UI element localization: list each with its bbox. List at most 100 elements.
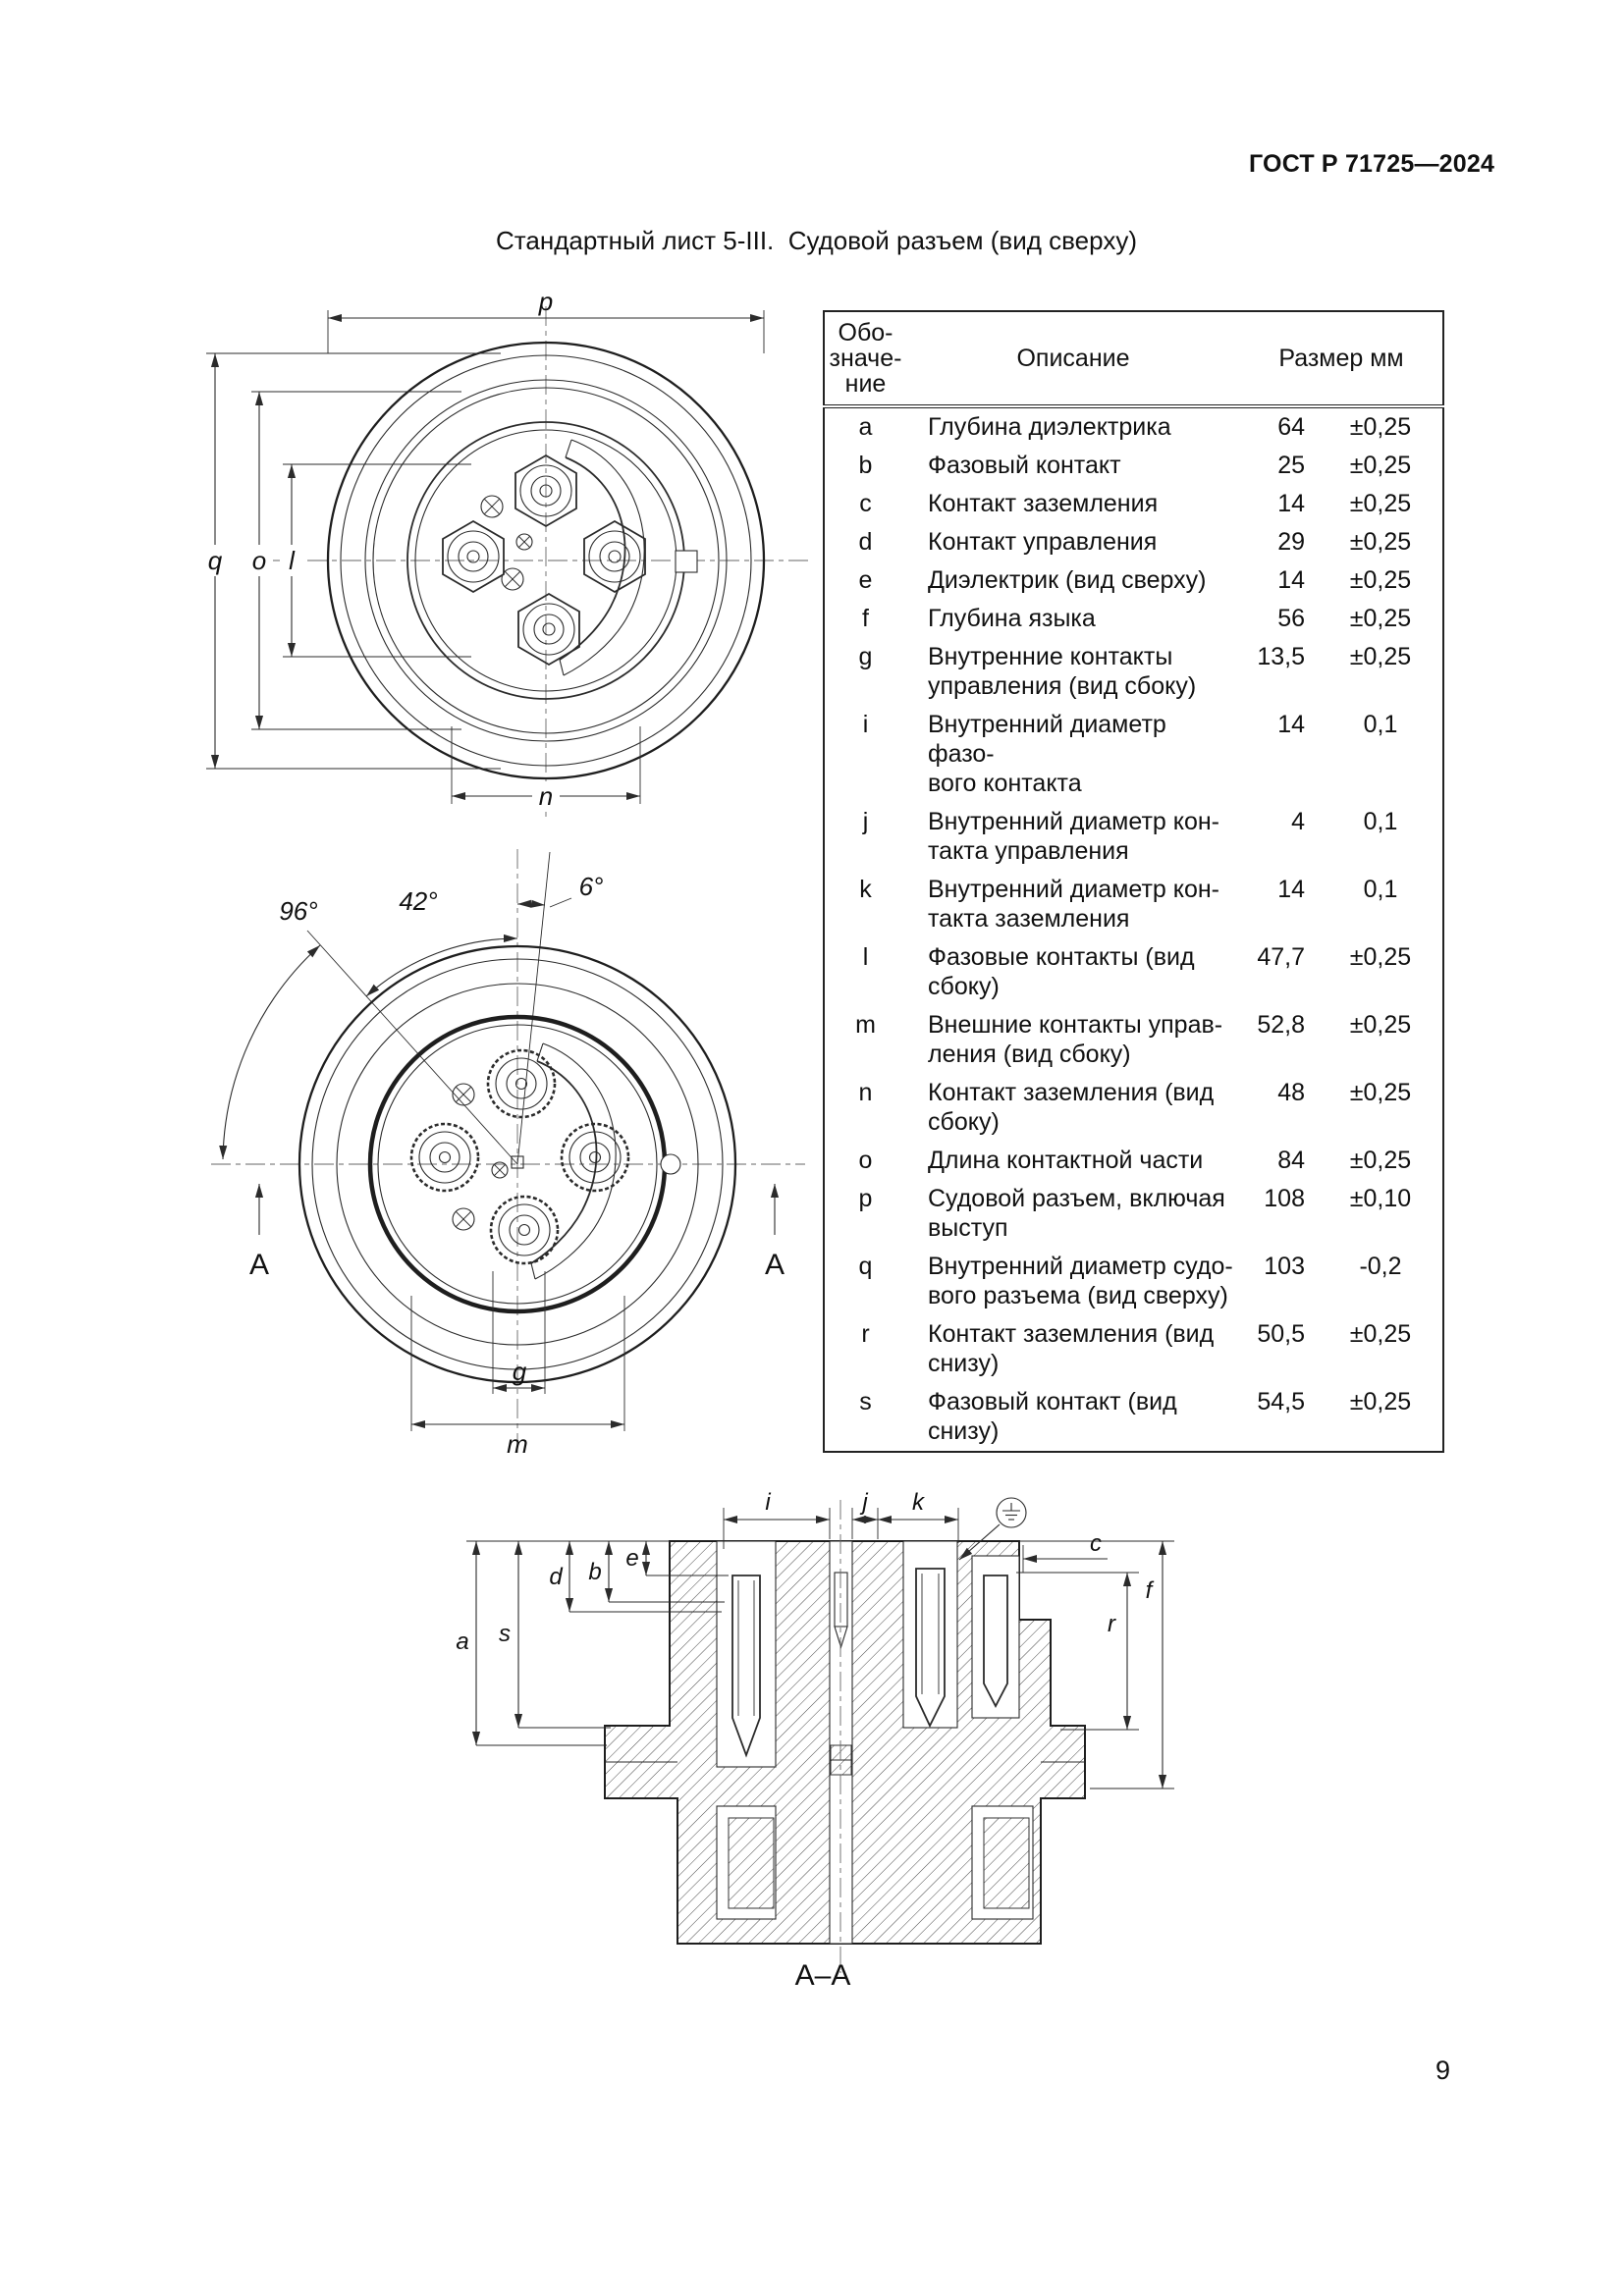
centerlines — [211, 849, 805, 1458]
ground-contact-bottom — [489, 1195, 560, 1265]
dimension-e: e — [625, 1541, 729, 1576]
row-designation: r — [861, 1320, 870, 1348]
row-tolerance: ±0,25 — [1349, 1011, 1412, 1039]
row-size: 108 — [1264, 1185, 1305, 1212]
phase-contact-left — [409, 1122, 480, 1193]
row-description: Фазовый контакт (вид снизу) — [928, 1388, 1177, 1445]
row-size: 64 — [1277, 413, 1305, 441]
row-size: 56 — [1277, 605, 1305, 632]
row-description: Внутренний диаметр фазо- вого контакта — [928, 711, 1166, 797]
tongue-profile — [559, 439, 645, 676]
row-tolerance: ±0,25 — [1349, 490, 1412, 517]
row-tolerance: 0,1 — [1363, 808, 1398, 835]
key-notch — [660, 1153, 681, 1175]
row-tolerance: 0,1 — [1363, 876, 1398, 903]
row-tolerance: ±0,25 — [1349, 643, 1412, 670]
row-size: 50,5 — [1257, 1320, 1305, 1348]
centerlines — [273, 306, 810, 820]
control-contacts — [480, 495, 533, 591]
dim-label-j: j — [859, 1489, 868, 1516]
dimension-a: a — [456, 1541, 607, 1746]
row-size: 29 — [1277, 528, 1305, 556]
row-designation: f — [862, 605, 869, 632]
dim-label-k: k — [912, 1489, 926, 1516]
row-description: Контакт заземления — [928, 490, 1159, 517]
dimension-f: f — [1019, 1540, 1174, 1789]
ground-symbol — [958, 1497, 1027, 1561]
control-contacts — [452, 1083, 524, 1231]
dimension-s: s — [499, 1541, 611, 1729]
table-row: q Внутренний диаметр судо- вого разъема … — [824, 1248, 1443, 1315]
table-row: e Диэлектрик (вид сверху) 14 ±0,25 — [824, 561, 1443, 600]
row-size: 84 — [1277, 1147, 1305, 1174]
col-designation: Обо- значе- ние — [824, 311, 906, 408]
row-designation: q — [858, 1253, 873, 1280]
row-description: Контакт заземления (вид снизу) — [928, 1320, 1215, 1377]
top-view-drawing: p q o l n — [201, 287, 810, 820]
dim-label-b: b — [588, 1559, 601, 1585]
row-description: Внутренний диаметр кон- такта управления — [928, 808, 1219, 865]
table-row: k Внутренний диаметр кон- такта заземлен… — [824, 871, 1443, 938]
table-row: p Судовой разъем, включая выступ 108 ±0,… — [824, 1180, 1443, 1248]
housing-rings — [298, 944, 737, 1384]
dim-label-i: i — [765, 1489, 771, 1516]
row-designation: i — [862, 711, 869, 738]
phase-contact-right — [560, 1122, 630, 1193]
dim-label-o: o — [252, 546, 266, 575]
row-designation: d — [858, 528, 873, 556]
table-row: s Фазовый контакт (вид снизу) 54,5 ±0,25 — [824, 1383, 1443, 1452]
phase-contact-top — [486, 1048, 557, 1119]
row-size: 54,5 — [1257, 1388, 1305, 1415]
row-description: Внутренний диаметр судо- вого разъема (в… — [928, 1253, 1233, 1309]
row-description: Внутренние контакты управления (вид сбок… — [928, 643, 1197, 700]
row-tolerance: -0,2 — [1359, 1253, 1402, 1280]
dim-label-n: n — [539, 781, 553, 811]
row-description: Контакт управления — [928, 528, 1158, 556]
row-description: Фазовые контакты (вид сбоку) — [928, 943, 1195, 1000]
angle-view-drawing: 96° 42° 6° А А g m — [211, 849, 805, 1459]
section-view-drawing: i j k c r — [456, 1489, 1174, 1973]
row-description: Глубина языка — [928, 605, 1096, 632]
row-description: Длина контактной части — [928, 1147, 1204, 1174]
row-designation: n — [858, 1079, 873, 1106]
angle-label-42: 42° — [399, 886, 437, 916]
table-row: j Внутренний диаметр кон- такта управлен… — [824, 803, 1443, 871]
row-designation: k — [859, 876, 872, 903]
section-letter-left: А — [249, 1249, 269, 1281]
table-row: l Фазовые контакты (вид сбоку) 47,7 ±0,2… — [824, 938, 1443, 1006]
row-description: Глубина диэлектрика — [928, 413, 1171, 441]
page-number: 9 — [1435, 2056, 1451, 2085]
row-tolerance: ±0,10 — [1349, 1185, 1412, 1212]
row-tolerance: ±0,25 — [1349, 605, 1412, 632]
dim-label-m: m — [507, 1429, 528, 1459]
dimension-letter-boxes: q o l n — [201, 545, 560, 811]
dimension-m: m — [410, 1296, 625, 1459]
phase-contact-right — [583, 519, 646, 594]
row-description: Судовой разъем, включая выступ — [928, 1185, 1225, 1242]
row-designation: a — [858, 413, 873, 441]
row-designation: m — [855, 1011, 876, 1039]
table-row: a Глубина диэлектрика 64 ±0,25 — [824, 406, 1443, 447]
contact-chambers — [716, 1540, 1034, 1945]
col-size: Размер мм — [1240, 311, 1443, 408]
row-tolerance: ±0,25 — [1349, 943, 1412, 971]
row-size: 14 — [1277, 566, 1305, 594]
row-size: 48 — [1277, 1079, 1305, 1106]
dimension-table-rows: a Глубина диэлектрика 64 ±0,25 b Фазовый… — [824, 406, 1443, 1452]
dimension-r: r — [1016, 1572, 1139, 1731]
section-cut-arrows: А А — [249, 1184, 785, 1281]
table-row: d Контакт управления 29 ±0,25 — [824, 523, 1443, 561]
row-designation: p — [858, 1185, 873, 1212]
table-row: g Внутренние контакты управления (вид сб… — [824, 638, 1443, 706]
row-designation: j — [862, 808, 869, 835]
row-size: 14 — [1277, 711, 1305, 738]
row-size: 47,7 — [1257, 943, 1305, 971]
row-size: 4 — [1291, 808, 1305, 835]
table-row: n Контакт заземления (вид сбоку) 48 ±0,2… — [824, 1074, 1443, 1142]
row-description: Диэлектрик (вид сверху) — [928, 566, 1207, 594]
row-size: 103 — [1264, 1253, 1305, 1280]
dimension-d: d — [549, 1541, 722, 1613]
row-tolerance: ±0,25 — [1349, 566, 1412, 594]
sheet-title: Стандартный лист 5-III. Судовой разъем (… — [496, 226, 1137, 255]
